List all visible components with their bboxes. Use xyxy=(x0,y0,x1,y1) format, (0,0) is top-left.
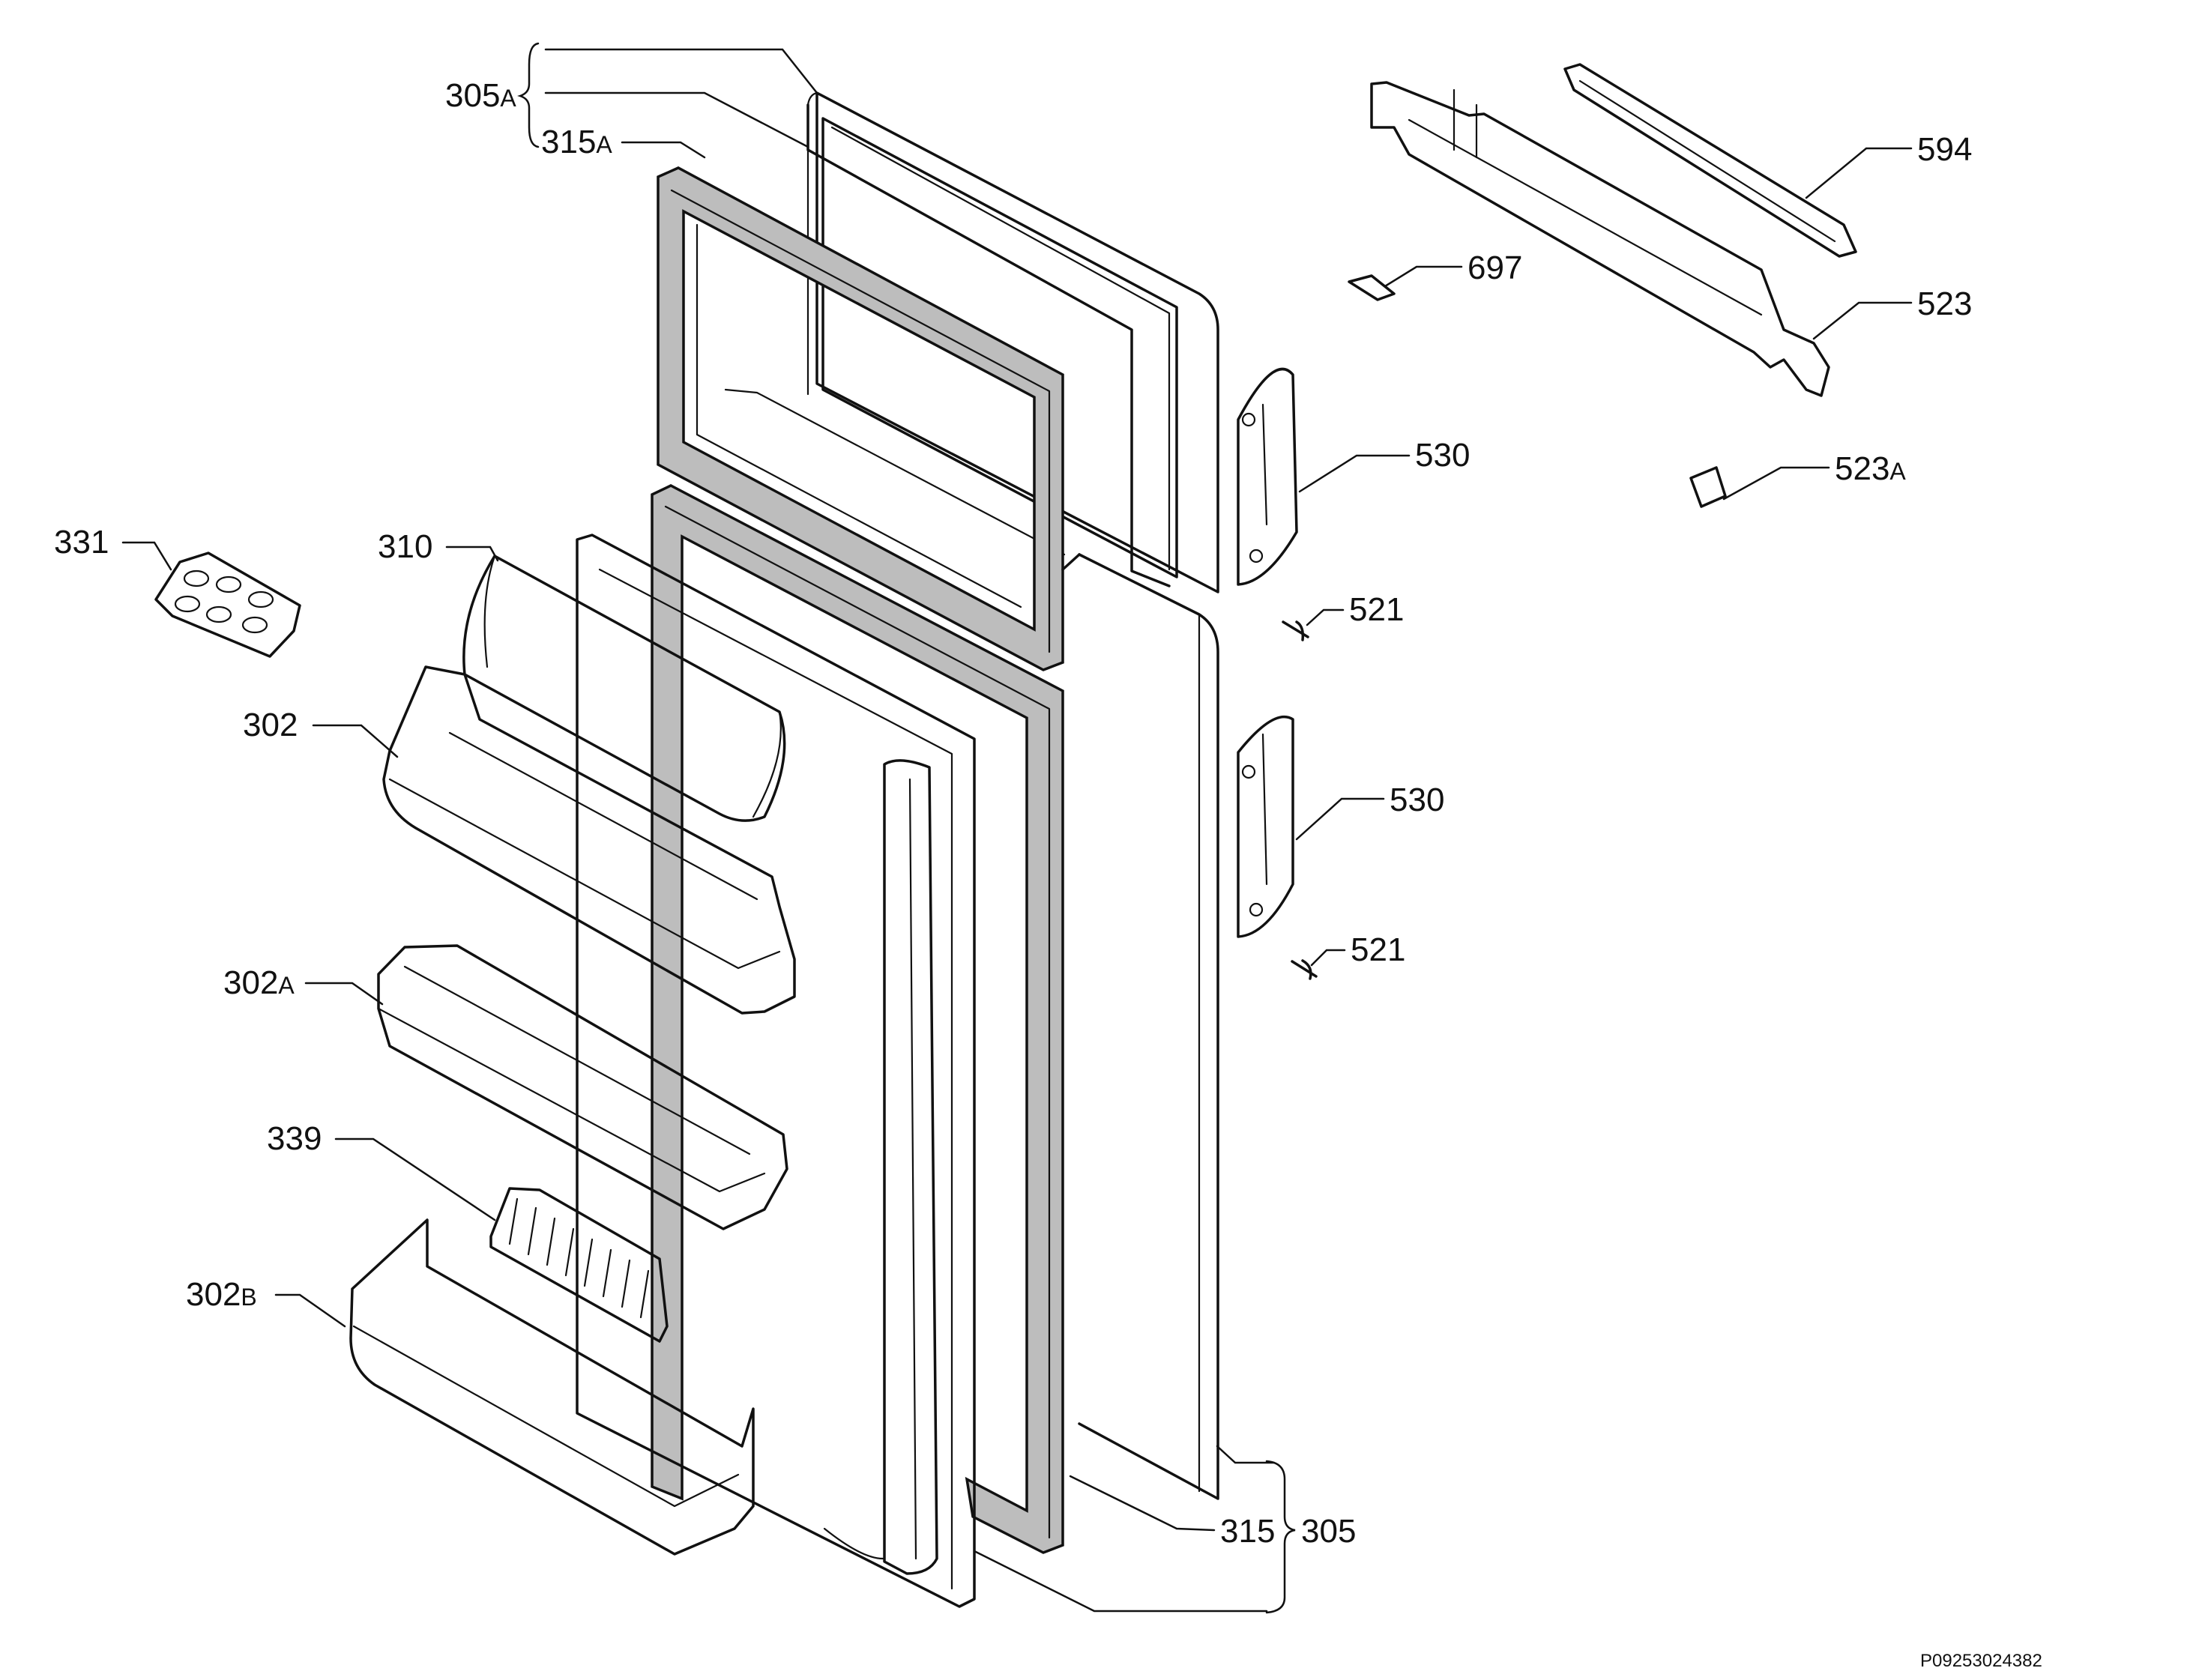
callout-labels: 305A 315A 331 310 302 302A 339 302B 594 … xyxy=(54,77,2042,1671)
callout-302B: 302B xyxy=(186,1276,257,1313)
callout-310: 310 xyxy=(378,528,432,565)
freezer-door-gasket xyxy=(657,166,1064,671)
callout-315: 315 xyxy=(1220,1513,1275,1550)
callout-339: 339 xyxy=(267,1120,322,1157)
door-handle-upper xyxy=(1237,367,1298,586)
fridge-door-panel xyxy=(1061,553,1219,1500)
callout-305A: 305A xyxy=(445,77,516,114)
document-id: P09253024382 xyxy=(1920,1651,2042,1671)
callout-530-lower: 530 xyxy=(1390,782,1444,818)
callout-331: 331 xyxy=(54,524,109,560)
leader-lines xyxy=(121,42,1913,1614)
callout-530-upper: 530 xyxy=(1415,437,1470,474)
callout-523: 523 xyxy=(1917,285,1972,322)
screw-upper xyxy=(1282,620,1309,641)
callout-697: 697 xyxy=(1468,250,1522,286)
callout-315A: 315A xyxy=(541,124,612,160)
top-hinge-cover xyxy=(1370,81,1830,397)
callout-521-lower: 521 xyxy=(1351,931,1405,968)
callout-305: 305 xyxy=(1301,1513,1356,1550)
dairy-compartment-cover xyxy=(462,555,786,822)
callout-302: 302 xyxy=(243,707,298,743)
callout-523A: 523A xyxy=(1835,450,1906,487)
clip-523A xyxy=(1689,466,1727,508)
freezer-door-panel xyxy=(724,91,1219,593)
egg-tray xyxy=(154,552,301,658)
bottle-divider xyxy=(489,1187,669,1343)
callout-594: 594 xyxy=(1917,131,1972,168)
top-trim-strip xyxy=(1563,63,1857,258)
door-shelf-302 xyxy=(382,665,796,1015)
door-shelf-302A xyxy=(377,944,788,1230)
door-handle-lower xyxy=(1237,715,1294,938)
door-inner-liner xyxy=(576,534,976,1608)
clip-697 xyxy=(1348,274,1396,301)
screw-lower xyxy=(1291,959,1318,980)
callout-521-upper: 521 xyxy=(1349,591,1404,628)
fridge-door-gasket xyxy=(651,484,1064,1554)
callout-302A: 302A xyxy=(223,964,295,1001)
door-shelf-302B xyxy=(349,1218,755,1556)
